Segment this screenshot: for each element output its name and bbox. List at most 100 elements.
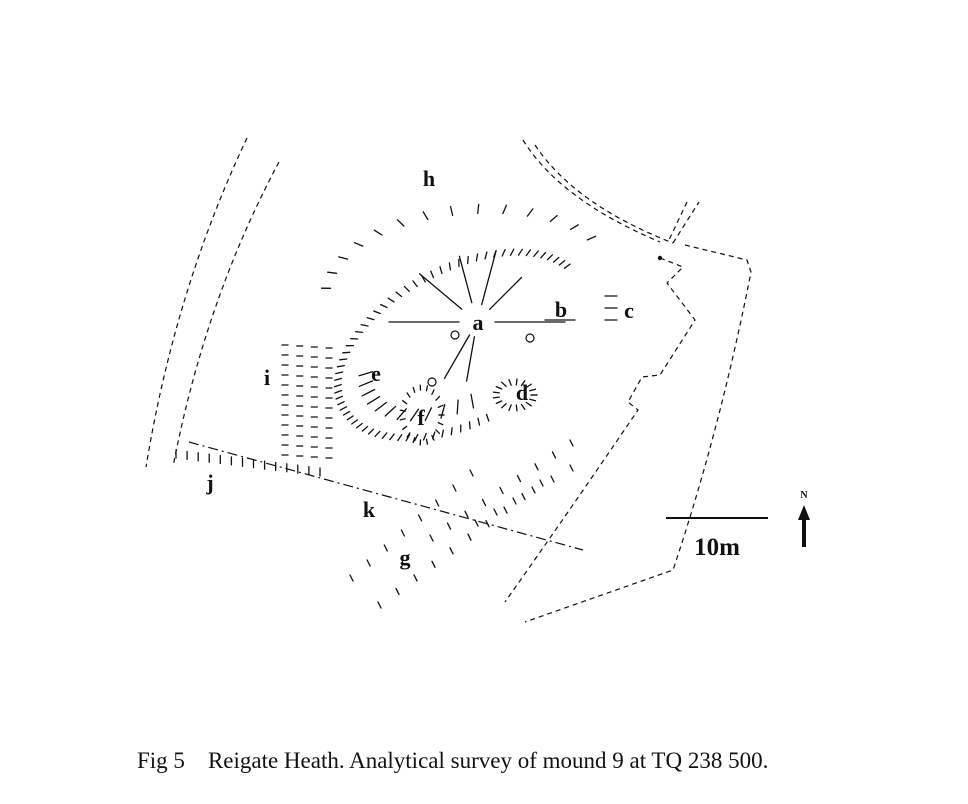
mound-rim-hachure (333, 383, 342, 388)
mound-rim-hachure (509, 248, 515, 256)
mound-rim-hachure (336, 364, 345, 368)
scarp-hachure (531, 486, 536, 494)
mound-rim-hachure (517, 248, 523, 256)
mound-rim-hachure (439, 266, 443, 275)
post-hole (427, 377, 437, 387)
track-north-2 (667, 201, 688, 243)
scarp-g-hachure (485, 520, 490, 528)
mound-slope-hachure (366, 396, 381, 405)
mound-rim-hachure (546, 254, 554, 261)
hollow-d-hachure (520, 380, 526, 387)
scarp-g-hachure (400, 529, 406, 537)
scarp-g-hachure (521, 492, 526, 501)
right-bank-inner (534, 144, 674, 244)
hollow-d-hachure (525, 383, 532, 389)
mound-rim-hachure (484, 251, 488, 260)
mound-slope-hachure (358, 371, 374, 377)
mound-rim-hachure (381, 432, 388, 439)
mound-rim-hachure (405, 434, 411, 442)
mound-rim-hachure (342, 410, 351, 416)
label-b: b (555, 297, 567, 322)
mound-rim-hachure (367, 428, 375, 435)
summit-ray (481, 250, 497, 306)
scarp-g-hachure (452, 484, 457, 492)
post-hole (525, 333, 535, 343)
mound-rim-hachure (351, 419, 359, 425)
mound-rim-hachure (334, 389, 343, 394)
mound-rim-hachure (380, 303, 388, 309)
hollow-f-hachure (399, 409, 406, 412)
bank-h-hachure (449, 205, 454, 217)
scarp-hachure (464, 510, 469, 518)
hollow-d-hachure (508, 378, 512, 386)
summit-ray (418, 273, 463, 310)
feature-labels: a b c d e f g h i j k (205, 166, 634, 570)
scarp-g-hachure (377, 601, 382, 609)
mound-rim-hachure (558, 259, 566, 266)
mound-rim-hachure (337, 401, 345, 406)
scarp-hachure (481, 498, 487, 507)
hollow-d-hachure (529, 398, 537, 402)
boundary-lines (145, 137, 752, 623)
hollow-f-hachure (402, 400, 408, 405)
scarp-g-hachure (417, 514, 423, 522)
hollow-d-hachure (492, 396, 500, 399)
label-c: c (624, 298, 634, 323)
mound-rim-hachure (450, 427, 453, 436)
bank-h-hachure (373, 229, 383, 236)
mound-slope-hachure (440, 403, 446, 419)
mound-rim-hachure (387, 297, 395, 303)
mound-rim-hachure (374, 430, 381, 438)
mound-rim-hachure (485, 413, 490, 422)
post-holes (427, 330, 535, 387)
scarp-g-hachure (449, 547, 454, 555)
mound-rim-hachure (361, 425, 369, 432)
mound-slope-hachure (384, 405, 397, 417)
mound-rim-hachure (533, 250, 539, 258)
hollow-f-hachure (412, 437, 416, 444)
bank-h-hachure (338, 256, 349, 260)
caption-number: Fig 5 (137, 748, 185, 773)
mound-rim-hachure (552, 256, 560, 263)
east-boundary-inner (504, 257, 696, 603)
scarp-g-hachure (431, 560, 436, 568)
scarp-hachure (446, 522, 452, 530)
summit-ray (465, 336, 476, 382)
mound-rim-hachure (342, 351, 351, 354)
marker-point (657, 255, 663, 261)
mound-slope-hachure (358, 380, 374, 387)
scarp-hachure (569, 464, 574, 472)
hollow-d-hachure (495, 400, 503, 405)
scarp-g-hachure (413, 574, 418, 582)
scarp-hachure (474, 519, 479, 527)
hollow-f-hachure (412, 386, 416, 393)
scarp-g-hachure (435, 499, 440, 507)
mound-rim-hachure (563, 263, 571, 269)
right-bank-outer (522, 139, 661, 243)
mound-slope-hachure (409, 408, 420, 422)
mound-rim-hachure (360, 323, 369, 327)
scarp-g-hachure (383, 544, 388, 552)
hollow-f-hachure (435, 429, 441, 435)
mound-rim-hachure (430, 270, 435, 279)
track-north-1 (672, 201, 700, 244)
mound-rim-hachure (414, 433, 419, 442)
hollow-d-hachure (492, 391, 500, 394)
left-outer-boundary (145, 137, 248, 468)
summit-ray (458, 255, 473, 304)
scarp-g-hachure (503, 506, 508, 514)
mound-rim-hachure (356, 422, 363, 429)
scarp-hachure (499, 486, 504, 495)
hollow-f-hachure (399, 418, 406, 421)
hollow-d-hachure (515, 378, 518, 386)
mound-rim-hachure (335, 371, 344, 375)
mound-rim-hachure (540, 251, 547, 259)
scarp-g-hachure (366, 559, 371, 567)
mound-rim-hachure (501, 248, 506, 257)
mound-rim-hachure (467, 255, 469, 265)
bank-h-hachure (353, 242, 364, 247)
hollow-f-hachure (406, 392, 411, 398)
scarp-hachure (429, 534, 434, 542)
mound-rim-hachure (366, 317, 375, 321)
scale-label: 10m (694, 534, 740, 561)
